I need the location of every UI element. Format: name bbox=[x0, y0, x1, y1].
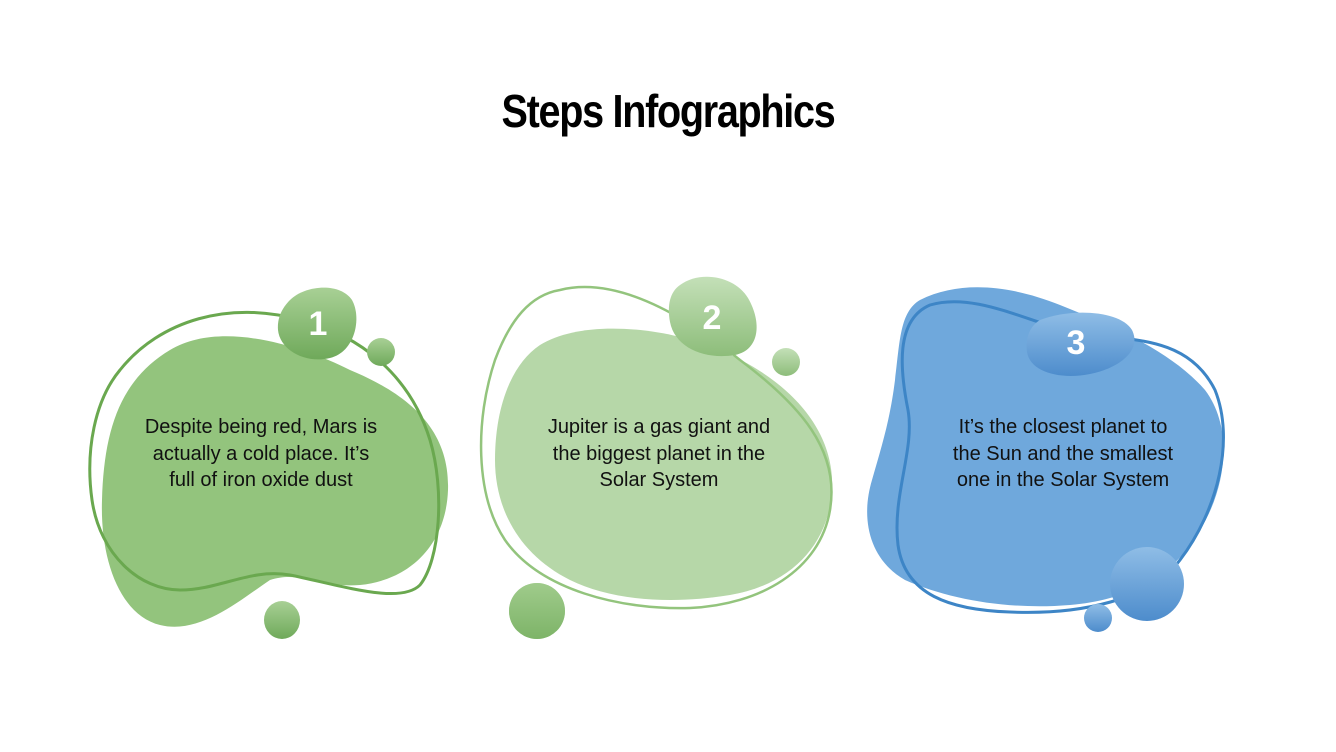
step-1-bubble-bottom bbox=[264, 601, 300, 639]
step-3-badge-shape bbox=[1026, 312, 1135, 376]
step-1-description: Despite being red, Mars is actually a co… bbox=[144, 416, 378, 491]
step-1-number: 1 bbox=[308, 305, 328, 343]
slide-title: Steps Infographics bbox=[501, 85, 836, 137]
step-3-bubble-small bbox=[1084, 604, 1112, 632]
step-3-graphic bbox=[867, 287, 1225, 632]
step-3-description: It’s the closest planet to the Sun and t… bbox=[952, 416, 1174, 491]
step-1-badge-shape bbox=[277, 287, 357, 360]
step-2-blob bbox=[495, 328, 833, 600]
step-2-bubble-small bbox=[772, 348, 800, 376]
step-2-badge-shape bbox=[668, 276, 757, 357]
step-3-blob bbox=[867, 287, 1224, 607]
step-1-blob bbox=[101, 336, 449, 627]
step-3-number: 3 bbox=[1066, 324, 1086, 362]
step-2-number: 2 bbox=[702, 299, 722, 337]
step-2-outline bbox=[479, 285, 833, 610]
step-1-graphic bbox=[88, 287, 449, 639]
step-1-bubble-small bbox=[367, 338, 395, 366]
step-3-bubble-large bbox=[1110, 547, 1184, 621]
step-2-graphic bbox=[479, 276, 833, 639]
step-2-description: Jupiter is a gas giant and the biggest p… bbox=[547, 416, 771, 491]
step-2-bubble-bottom-shade bbox=[509, 583, 565, 639]
